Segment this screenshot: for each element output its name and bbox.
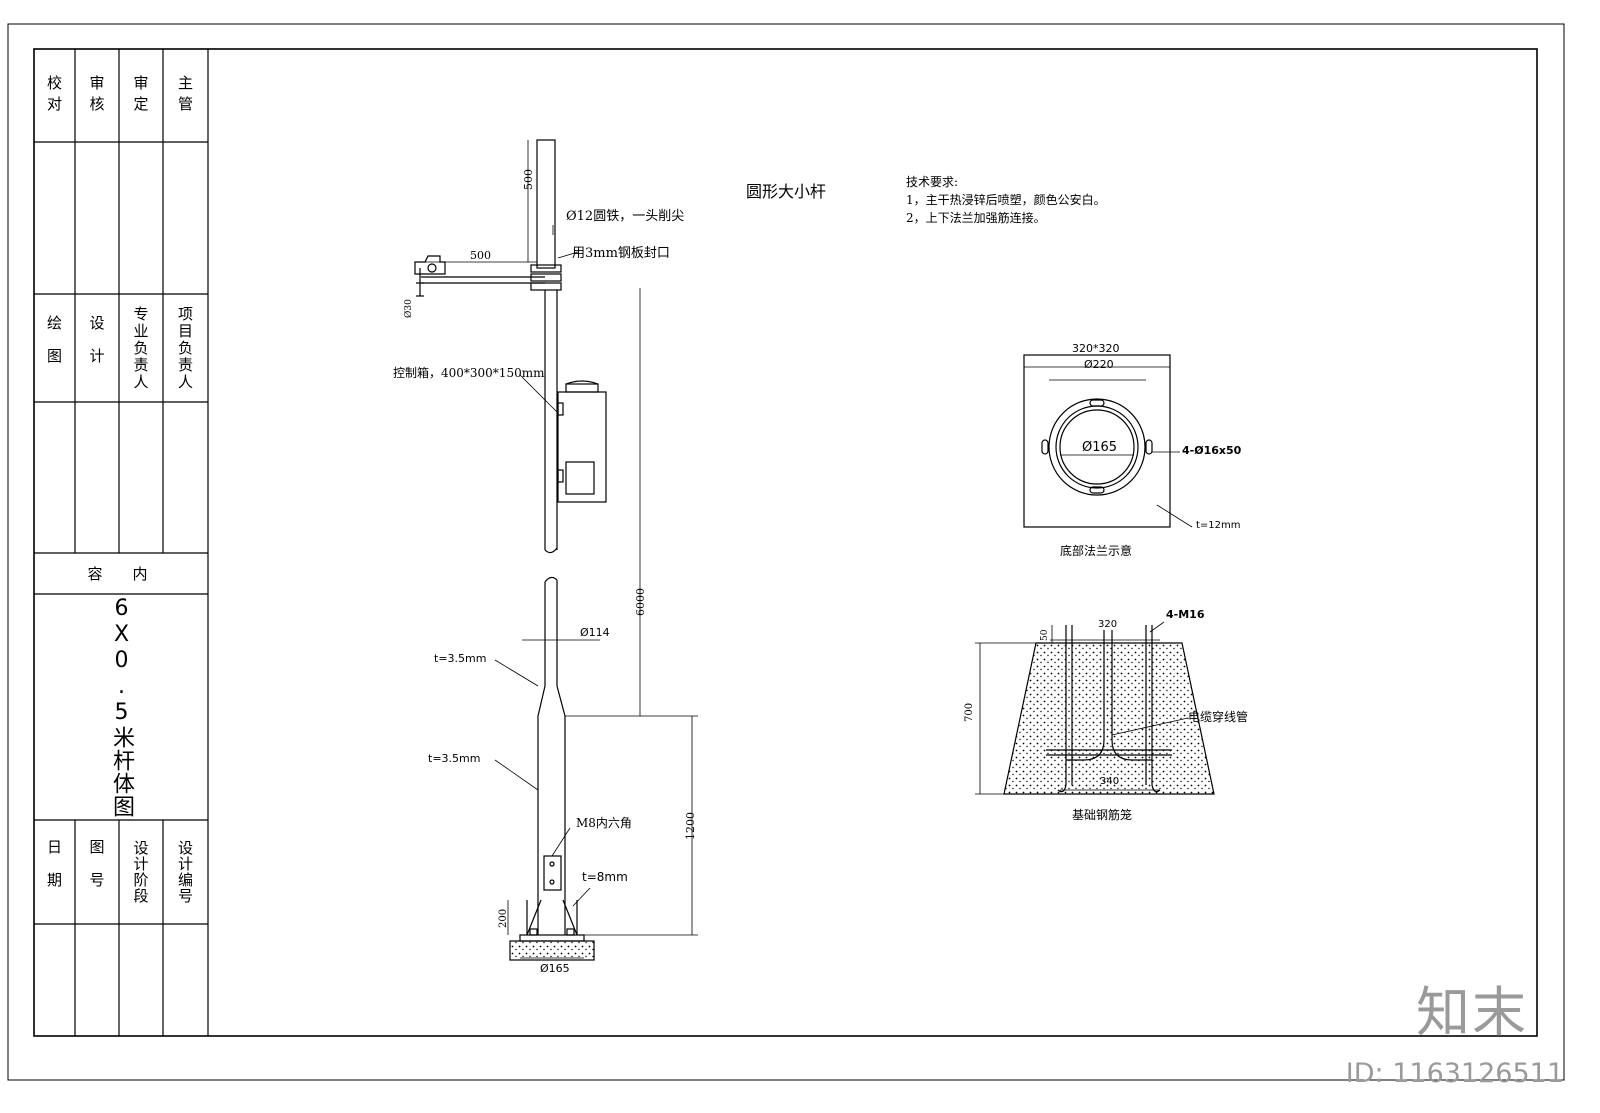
- rod-note: Ø12圆铁，一头削尖: [566, 209, 685, 224]
- tb-design-no: 设计编号: [176, 840, 194, 904]
- tech-heading: 技术要求:: [906, 175, 959, 189]
- tb-supervisor: 主管: [176, 74, 194, 117]
- tb-review: 审核: [87, 74, 106, 117]
- thickness-lower: t=3.5mm: [428, 752, 481, 765]
- flange-holes: 4-Ø16x50: [1182, 444, 1242, 457]
- title-block-grid: [34, 49, 209, 1036]
- dim-arm-500: 500: [470, 249, 491, 262]
- tb-design: 设计: [87, 315, 106, 381]
- outer-frame: [7, 23, 1565, 1081]
- foundation-depth: 700: [964, 702, 975, 722]
- tb-project-lead: 项目负责人: [176, 305, 194, 391]
- main-title: 圆形大小杆: [746, 182, 827, 201]
- foundation-dim-50: 50: [1040, 629, 1050, 641]
- thickness-upper: t=3.5mm: [434, 652, 487, 665]
- dim-total-6000: 6000: [634, 588, 647, 616]
- flange-pcd: Ø220: [1084, 358, 1114, 371]
- dia-base: Ø165: [540, 962, 570, 975]
- flange-caption: 底部法兰示意: [1060, 544, 1133, 558]
- dia-upper: Ø114: [580, 626, 610, 639]
- foundation-bolts: 4-M16: [1166, 608, 1205, 621]
- pole-elevation: [414, 139, 698, 961]
- foundation-top-width: 320: [1098, 619, 1118, 630]
- tb-drawing-no: 图号: [87, 839, 106, 905]
- tech-line-1: 1，主干热浸锌后喷塑，颜色公安白。: [906, 193, 1106, 207]
- tb-discipline-lead: 专业负责人: [131, 305, 150, 391]
- flange-plan: [1023, 354, 1193, 528]
- tb-proofread: 校对: [45, 74, 63, 117]
- flange-thickness: t=12mm: [1196, 520, 1241, 531]
- flange-size: 320*320: [1072, 342, 1120, 355]
- dim-lower-1200: 1200: [684, 812, 697, 840]
- plate-thickness: t=8mm: [582, 870, 628, 884]
- dim-top-500: 500: [522, 169, 535, 190]
- tb-drawing-title: 6X0.5米杆体图: [109, 596, 134, 818]
- foundation-bottom-width: 340: [1100, 776, 1120, 787]
- control-box-note: 控制箱，400*300*150mm: [393, 366, 545, 380]
- tech-line-2: 2，上下法兰加强筋连接。: [906, 211, 1046, 225]
- tb-content-a: 内: [132, 565, 148, 583]
- dim-base-200: 200: [498, 908, 509, 928]
- tb-date: 日期: [45, 839, 63, 905]
- bolt-note: M8内六角: [576, 816, 632, 830]
- tb-approve: 审定: [131, 74, 150, 117]
- foundation-section: [975, 621, 1215, 795]
- foundation-conduit: 电缆穿线管: [1188, 710, 1249, 724]
- dim-small: Ø30: [404, 299, 414, 318]
- foundation-caption: 基础钢筋笼: [1072, 808, 1133, 822]
- cap-note: 用3mm钢板封口: [572, 246, 670, 261]
- flange-inner: Ø165: [1082, 440, 1118, 455]
- tb-drawing: 绘图: [45, 315, 63, 381]
- inner-frame: [33, 48, 1538, 1037]
- brand-logo: 知末: [1416, 981, 1528, 1044]
- tb-design-stage: 设计阶段: [131, 840, 150, 904]
- tb-content-b: 容: [87, 565, 103, 583]
- image-id: ID: 1163126511: [1345, 1058, 1564, 1089]
